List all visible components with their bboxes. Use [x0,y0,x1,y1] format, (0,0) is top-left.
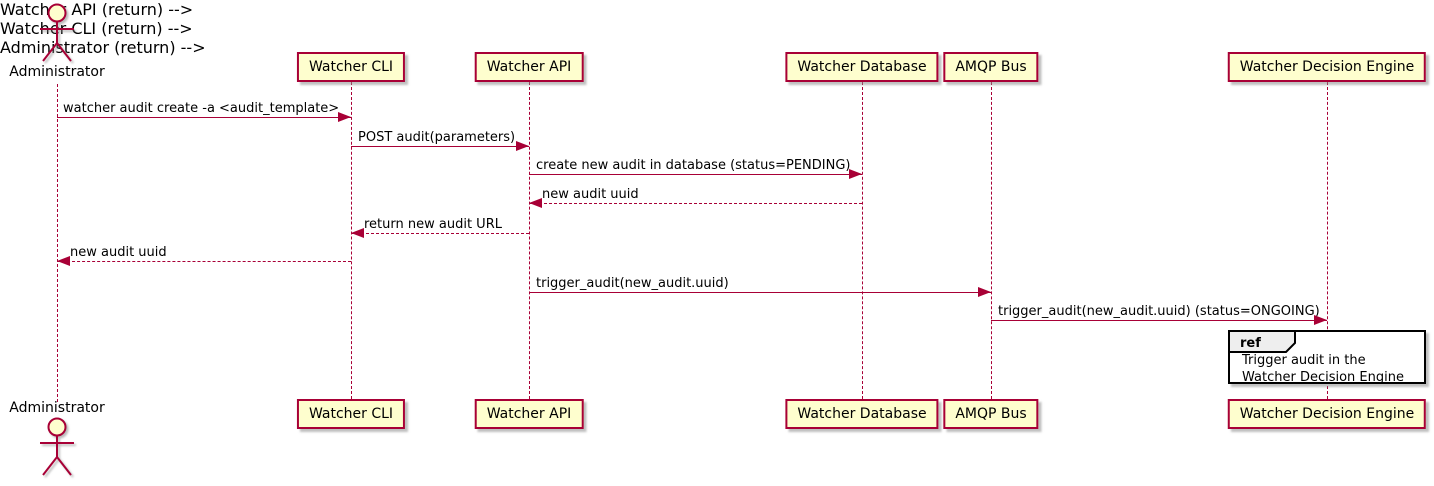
participant-watcher-database-top: Watcher Database [785,52,939,82]
lifeline-watcher-database [861,82,863,399]
message-4-line [529,202,862,204]
message-1-arrowhead [338,112,351,122]
participant-watcher-decision-engine-top: Watcher Decision Engine [1227,52,1427,82]
message-7-arrowhead [978,287,991,297]
participant-watcher-database-bottom: Watcher Database [785,399,939,429]
ref-tab: ref [1228,330,1296,353]
message-2-label: POST audit(parameters) [358,130,516,145]
message-2-arrowhead [516,141,529,151]
message-4-arrowhead [529,198,542,208]
participant-watcher-decision-engine-bottom: Watcher Decision Engine [1227,399,1427,429]
participant-watcher-api-bottom: Watcher API [474,399,584,429]
message-8-line [991,319,1327,321]
message-1-line [57,116,351,118]
message-5-label: return new audit URL [364,217,502,232]
message-2-line [351,145,529,147]
message-6-label: new audit uuid [70,245,167,260]
actor-label-bottom: Administrator [9,400,105,416]
lifeline-amqp-bus [990,82,992,399]
participant-amqp-bus-top: AMQP Bus [943,52,1039,82]
participant-watcher-cli-top: Watcher CLI [296,52,406,82]
actor-icon-bottom [40,417,74,476]
ref-text-line-1: Trigger audit in the [1242,353,1366,368]
message-3-line [529,173,862,175]
lifeline-watcher-cli [350,82,352,399]
lifeline-watcher-api [528,82,530,399]
lifeline-administrator [56,84,58,402]
actor-icon [40,3,74,62]
participant-watcher-cli-bottom: Watcher CLI [296,399,406,429]
ref-keyword: ref [1240,336,1261,351]
message-1-label: watcher audit create -a <audit_template> [63,101,340,116]
message-6-arrowhead [57,256,70,266]
ref-text-line-2: Watcher Decision Engine [1242,370,1404,385]
message-7-label: trigger_audit(new_audit.uuid) [536,276,729,291]
message-5-arrowhead [351,228,364,238]
ref-text: Trigger audit in the Watcher Decision En… [1230,332,1424,386]
lifeline-watcher-decision-engine [1326,82,1328,399]
participant-watcher-api-top: Watcher API [474,52,584,82]
message-8-arrowhead [1314,315,1327,325]
message-5-line [351,232,529,234]
participant-amqp-bus-bottom: AMQP Bus [943,399,1039,429]
actor-label-top: Administrator [9,64,105,80]
message-6-line [57,260,351,262]
message-8-label: trigger_audit(new_audit.uuid) (status=ON… [998,304,1320,319]
message-4-label: new audit uuid [542,187,639,202]
message-7-line [529,291,991,293]
ref-fragment: ref Trigger audit in the Watcher Decisio… [1228,330,1426,386]
message-3-label: create new audit in database (status=PEN… [536,158,851,173]
message-3-arrowhead [849,169,862,179]
